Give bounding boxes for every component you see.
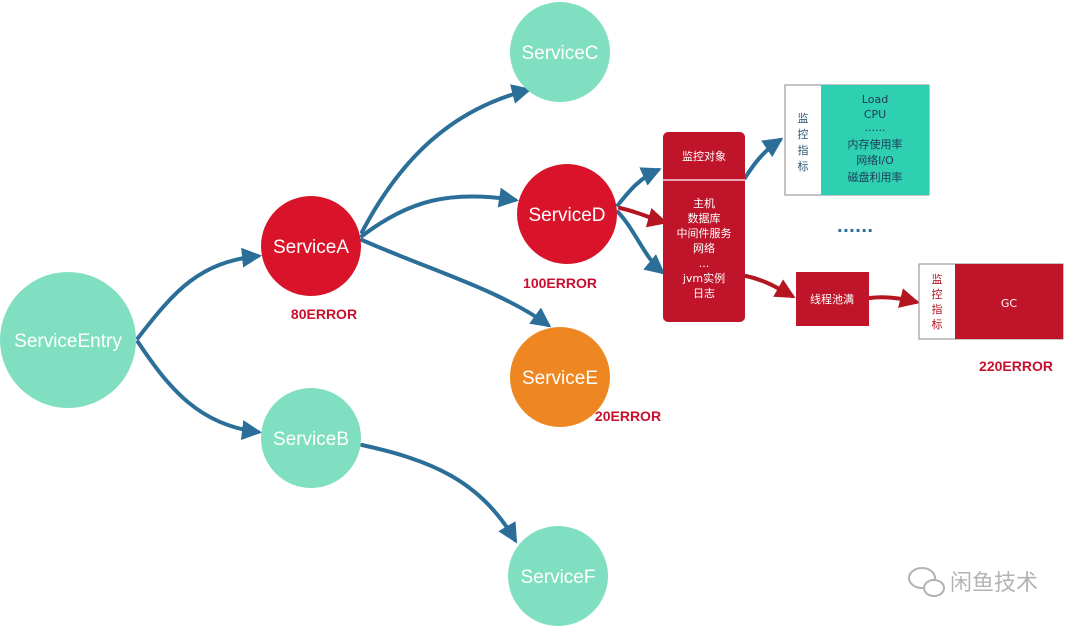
monitor-object-item: jvm实例: [682, 271, 725, 285]
metrics-side-label: 控: [798, 127, 809, 141]
edge-monitor-to-metrics: [743, 137, 784, 180]
error-label-d: 100ERROR: [523, 275, 597, 291]
node-service-c: ServiceC: [510, 2, 610, 102]
edge-entry-to-a: [136, 247, 262, 340]
edge-b-to-f: [360, 443, 518, 544]
node-service-a: ServiceA: [261, 196, 361, 296]
node-service-b: ServiceB: [261, 388, 361, 488]
node-service-f: ServiceF: [508, 526, 608, 626]
metrics-panel: 监 控 指 标 Load CPU ...... 内存使用率 网络I/O 磁盘利用…: [784, 84, 930, 196]
monitor-object-title: 监控对象: [682, 149, 726, 163]
service-f-label: ServiceF: [521, 567, 596, 588]
edge-a-to-c: [360, 84, 532, 234]
edge-monitor-to-threadpool: [744, 274, 796, 298]
edge-entry-to-b: [136, 340, 262, 441]
node-service-e: ServiceE: [510, 327, 610, 427]
watermark-text: 闲鱼技术: [950, 571, 1038, 596]
metric-item: Load: [862, 93, 888, 106]
more-metrics-ellipsis: ......: [837, 217, 873, 236]
error-label-gc: 220ERROR: [979, 358, 1053, 374]
service-d-label: ServiceD: [528, 205, 605, 226]
edge-d-to-monitor-top: [616, 167, 662, 207]
metric-item: CPU: [864, 108, 886, 121]
fault-edges: [618, 206, 920, 308]
edge-a-to-e: [360, 238, 552, 328]
metric-item: ......: [865, 121, 886, 134]
chat-bubbles-icon: [908, 567, 945, 597]
thread-pool-box: 线程池满: [796, 272, 869, 326]
gc-side-label: 监: [932, 273, 943, 286]
service-entry-label: ServiceEntry: [14, 331, 122, 352]
node-service-d: ServiceD: [517, 164, 617, 264]
node-service-entry: ServiceEntry: [0, 272, 136, 408]
service-e-label: ServiceE: [522, 368, 598, 389]
error-label-e: 20ERROR: [595, 408, 661, 424]
monitor-object-item: 主机: [693, 196, 715, 210]
call-edges: [136, 84, 784, 544]
metric-item: 内存使用率: [848, 137, 903, 151]
gc-side-label: 标: [932, 317, 943, 331]
service-c-label: ServiceC: [521, 43, 598, 64]
gc-title: GC: [1001, 297, 1018, 310]
edge-d-to-monitor-bottom: [616, 210, 666, 275]
metrics-side-label: 标: [798, 159, 809, 173]
monitor-object-box: 监控对象 主机 数据库 中间件服务 网络 ... jvm实例 日志: [663, 132, 745, 322]
monitor-object-item: 网络: [693, 241, 715, 255]
gc-side-label: 控: [932, 287, 943, 301]
monitor-object-item: ...: [699, 257, 710, 270]
metrics-side-label: 监: [798, 112, 809, 125]
service-b-label: ServiceB: [273, 429, 349, 450]
gc-side-label: 指: [932, 302, 943, 316]
metrics-side-label: 指: [798, 143, 809, 157]
edge-d-to-monitor-red: [618, 206, 668, 228]
monitor-object-item: 中间件服务: [677, 227, 732, 240]
thread-pool-label: 线程池满: [810, 292, 854, 306]
gc-panel: 监 控 指 标 GC: [918, 263, 1064, 340]
monitor-object-item: 数据库: [688, 211, 721, 225]
watermark: 闲鱼技术: [908, 567, 1038, 597]
edge-threadpool-to-gc: [868, 288, 920, 308]
monitor-object-item: 日志: [693, 287, 715, 300]
metric-item: 磁盘利用率: [848, 170, 903, 184]
error-label-a: 80ERROR: [291, 306, 357, 322]
service-a-label: ServiceA: [273, 237, 349, 258]
metric-item: 网络I/O: [856, 153, 894, 167]
edge-a-to-d: [360, 187, 519, 238]
